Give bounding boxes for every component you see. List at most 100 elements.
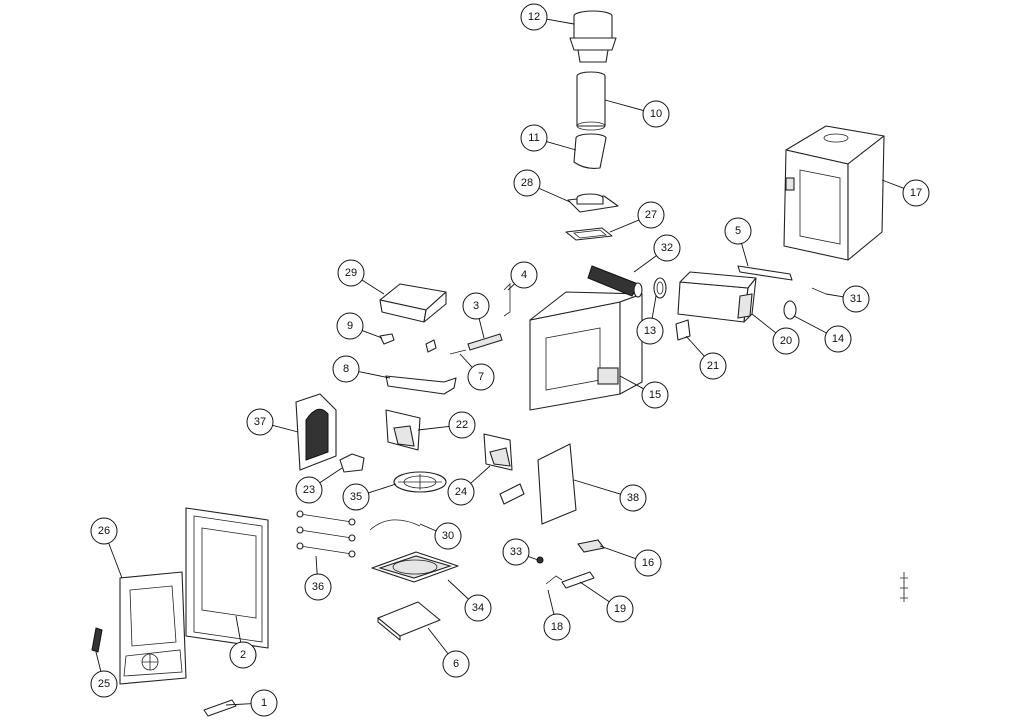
callout-leader-10 [604,99,644,111]
callout-9: 9 [336,312,383,340]
callout-circle-10 [642,100,670,128]
callout-circle-2 [229,641,257,669]
callout-circle-3 [462,292,490,320]
callout-label-23: 23 [303,484,315,496]
callout-18: 18 [543,589,571,641]
callout-leader-15 [619,375,644,390]
callout-label-3: 3 [473,300,479,312]
callout-4: 4 [507,261,538,291]
part-2-door-frame [185,507,269,649]
callout-circle-31 [842,285,870,313]
part-24-side-panel [483,433,513,471]
part-7-pin [449,349,467,355]
callout-leader-12 [546,18,575,25]
callout-circle-29 [337,259,365,287]
callout-circle-13 [636,317,664,345]
callout-leader-20 [751,313,777,334]
callout-7: 7 [459,353,495,391]
callout-label-4: 4 [521,269,527,281]
callout-circle-32 [653,234,681,262]
callout-label-14: 14 [832,333,844,345]
part-16-plate [577,539,605,553]
callout-label-37: 37 [254,416,266,428]
part-1-tool [203,699,237,717]
callout-12: 12 [520,3,575,31]
callout-32: 32 [633,234,681,273]
callout-20: 20 [751,313,800,355]
callout-26: 26 [90,517,123,579]
callout-leader-35 [368,483,397,494]
callout-label-1: 1 [261,697,267,709]
part-14-ring [783,300,797,320]
callout-label-30: 30 [442,530,454,542]
callout-label-34: 34 [472,602,484,614]
callout-leader-32 [633,255,657,273]
callout-label-19: 19 [614,603,626,615]
callout-leader-2 [235,615,242,643]
callout-8: 8 [332,355,391,383]
callout-label-11: 11 [528,132,539,144]
part-clip [425,339,437,353]
callout-leader-31 [825,293,844,298]
callout-circle-34 [464,594,492,622]
callout-leader-1 [225,703,252,706]
callout-leader-24 [470,465,491,484]
callout-13: 13 [636,295,664,345]
callout-circle-8 [332,355,360,383]
part-3-rail [467,333,503,351]
part-ash-lip [499,483,525,505]
part-31-screw [811,287,827,295]
callout-29: 29 [337,259,385,295]
callout-label-33: 33 [510,546,522,558]
callout-circle-30 [434,522,462,550]
callout-circle-27 [637,201,665,229]
callout-leader-7 [459,353,473,368]
callout-circle-22 [448,411,476,439]
callout-circle-18 [543,613,571,641]
callout-circle-12 [520,3,548,31]
callout-16: 16 [599,545,662,577]
part-20-duct [677,271,757,323]
callout-25: 25 [90,651,118,698]
callout-leader-18 [547,589,555,615]
callout-19: 19 [579,581,634,623]
callout-circle-37 [246,408,274,436]
part-27-gasket [565,227,613,241]
callout-label-22: 22 [456,419,468,431]
part-30-wire [369,519,421,531]
part-11-angled-spigot [573,133,607,169]
part-9-bracket [379,333,395,345]
callout-leader-21 [685,335,705,357]
part-19-lever [561,571,595,589]
callout-circle-33 [502,538,530,566]
callout-31: 31 [825,285,870,313]
scale-ticks [900,572,908,602]
part-21-gasket [675,319,691,341]
part-13-disc [653,277,667,299]
part-6-ash-pan [377,601,441,641]
callout-leader-13 [651,295,657,319]
callout-leader-16 [599,545,636,560]
callout-circle-16 [634,549,662,577]
callout-circle-35 [342,483,370,511]
callout-leader-23 [319,467,343,484]
part-38-side-plate [537,443,577,525]
part-34-base-plate [371,551,459,583]
callout-11: 11 [520,124,577,152]
callout-label-28: 28 [521,177,533,189]
callout-15: 15 [619,375,669,409]
callout-38: 38 [573,479,647,512]
callout-label-38: 38 [627,492,639,504]
callout-label-21: 21 [707,360,719,372]
callout-28: 28 [513,169,571,203]
callout-circle-25 [90,670,118,698]
callout-label-29: 29 [345,267,357,279]
part-4-rod [503,283,511,317]
part-26-door [119,571,187,685]
part-32-tube [587,265,643,298]
callout-circle-24 [447,478,475,506]
part-15-firebox [529,291,643,411]
part-18-hook [545,575,563,585]
callout-24: 24 [447,465,491,506]
